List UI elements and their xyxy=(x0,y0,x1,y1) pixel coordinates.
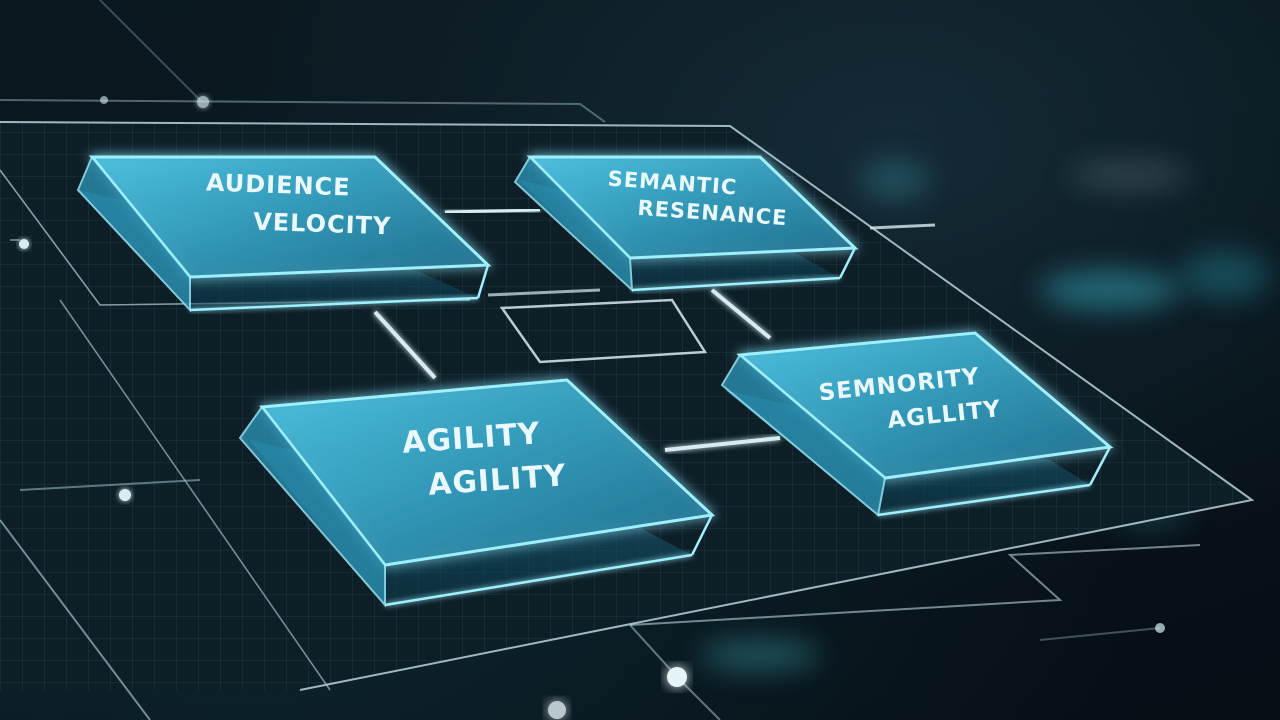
panel-semantic-resonance: SEMANTIC RESENANCE xyxy=(513,155,859,293)
node-dot xyxy=(548,701,566,719)
node-dot xyxy=(1155,623,1165,633)
bokeh-light xyxy=(700,640,820,670)
panel-front-edge xyxy=(238,405,386,608)
panel-front-edge xyxy=(720,353,887,517)
panel-side-edge xyxy=(476,264,490,299)
node-dot xyxy=(667,667,687,687)
bokeh-light xyxy=(1040,270,1180,310)
connector-line xyxy=(710,288,772,340)
node-dot xyxy=(197,96,209,108)
panel-side-edge xyxy=(1088,446,1112,486)
panel-label-line2: VELOCITY xyxy=(253,208,392,241)
node-dot xyxy=(119,489,131,501)
panel-label-line1: AUDIENCE xyxy=(205,168,351,201)
connector-line xyxy=(444,208,541,214)
panel-front-edge xyxy=(76,155,191,313)
panel-bottom-edge xyxy=(384,553,693,607)
bottom-trace xyxy=(1039,627,1161,641)
panel-bottom-edge xyxy=(631,276,841,292)
node-dot xyxy=(100,96,108,104)
board-outline xyxy=(0,121,1255,691)
center-square xyxy=(499,298,708,364)
node-dot xyxy=(19,239,29,249)
board-left-diagonal xyxy=(59,299,331,691)
connector-line xyxy=(373,310,437,380)
connector-line xyxy=(19,479,201,491)
top-trace xyxy=(0,99,606,123)
panel-bottom-edge xyxy=(877,483,1091,517)
panel-side-edge xyxy=(690,514,714,556)
panel-side-edge xyxy=(838,247,857,279)
connector-line xyxy=(869,223,936,230)
board-left-edge xyxy=(0,519,151,720)
connector-line xyxy=(664,436,781,452)
panel-bottom-edge xyxy=(189,296,479,312)
panel-audience-velocity: AUDIENCE VELOCITY xyxy=(76,155,492,313)
bokeh-light xyxy=(1070,160,1190,190)
panel-agility-agility: AGILITY AGILITY xyxy=(238,378,716,608)
panel-semnority-agllity: SEMNORITY AGLLITY xyxy=(720,331,1114,517)
panel-front-edge xyxy=(513,155,634,293)
top-trace xyxy=(99,0,201,101)
bokeh-light xyxy=(860,160,930,200)
connector-line xyxy=(487,288,601,297)
bottom-trace xyxy=(629,544,1201,626)
bokeh-light xyxy=(1180,250,1270,300)
